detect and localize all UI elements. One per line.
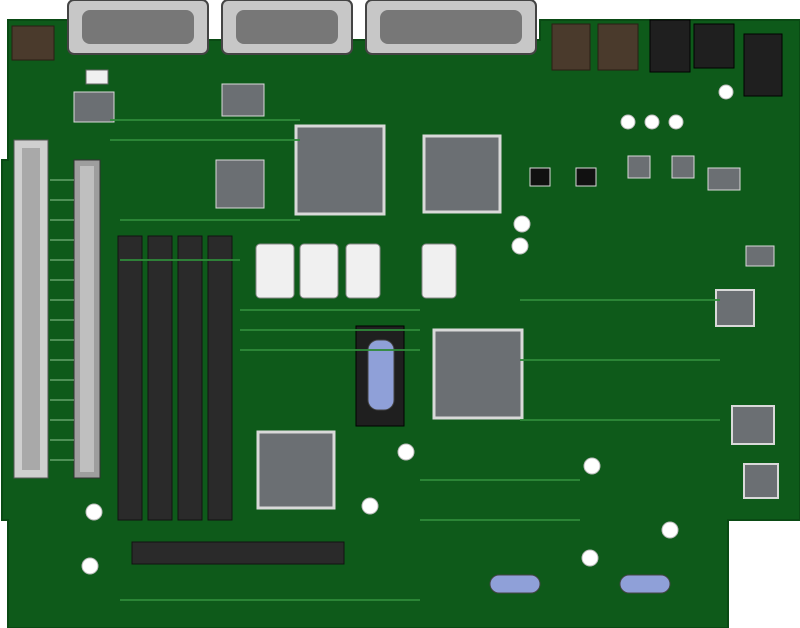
- chip-small-6: [575, 167, 597, 187]
- pci-slot: [73, 159, 101, 479]
- white-parts: [255, 243, 457, 299]
- chip-small-2: [85, 69, 109, 85]
- ram-slot-4: [207, 235, 233, 521]
- chip-small-1: [73, 91, 115, 123]
- jack-black-1: [649, 19, 691, 73]
- capacitor-blue-2: [619, 574, 671, 594]
- chip-right: [715, 289, 755, 327]
- pin-header-bottom: [131, 541, 345, 565]
- ram-slot-3: [177, 235, 203, 521]
- mounting-holes: [81, 84, 734, 575]
- ram-slot-1: [117, 235, 143, 521]
- dsub-connector-1: [67, 0, 209, 55]
- chip-bottom-left: [256, 430, 336, 510]
- chip-right-2: [731, 405, 775, 445]
- capacitor-blue-1: [489, 574, 541, 594]
- jack-brown-2: [597, 23, 639, 71]
- chip-small-9: [707, 167, 741, 191]
- chip-central: [432, 328, 524, 420]
- jack-black-2: [693, 23, 735, 69]
- chip-small-7: [627, 155, 651, 179]
- chip-small-4: [215, 159, 265, 209]
- battery-holder: [355, 325, 405, 427]
- pcb-traces: [110, 119, 720, 601]
- chip-cpu-1: [294, 124, 386, 216]
- jack-brown-1: [551, 23, 591, 71]
- dsub-connector-3: [365, 0, 537, 55]
- connector-topleft: [11, 25, 55, 61]
- isa-slot: [13, 139, 49, 479]
- chip-small-3: [221, 83, 265, 117]
- slot-traces: [50, 179, 74, 461]
- chip-small-10: [745, 245, 775, 267]
- chip-cpu-2: [422, 134, 502, 214]
- ram-slots: [117, 235, 233, 521]
- chip-small-8: [671, 155, 695, 179]
- chip-bottom-right: [743, 463, 779, 499]
- chip-small-5: [529, 167, 551, 187]
- jack-black-3: [743, 33, 783, 97]
- ram-slot-2: [147, 235, 173, 521]
- dsub-connector-2: [221, 0, 353, 55]
